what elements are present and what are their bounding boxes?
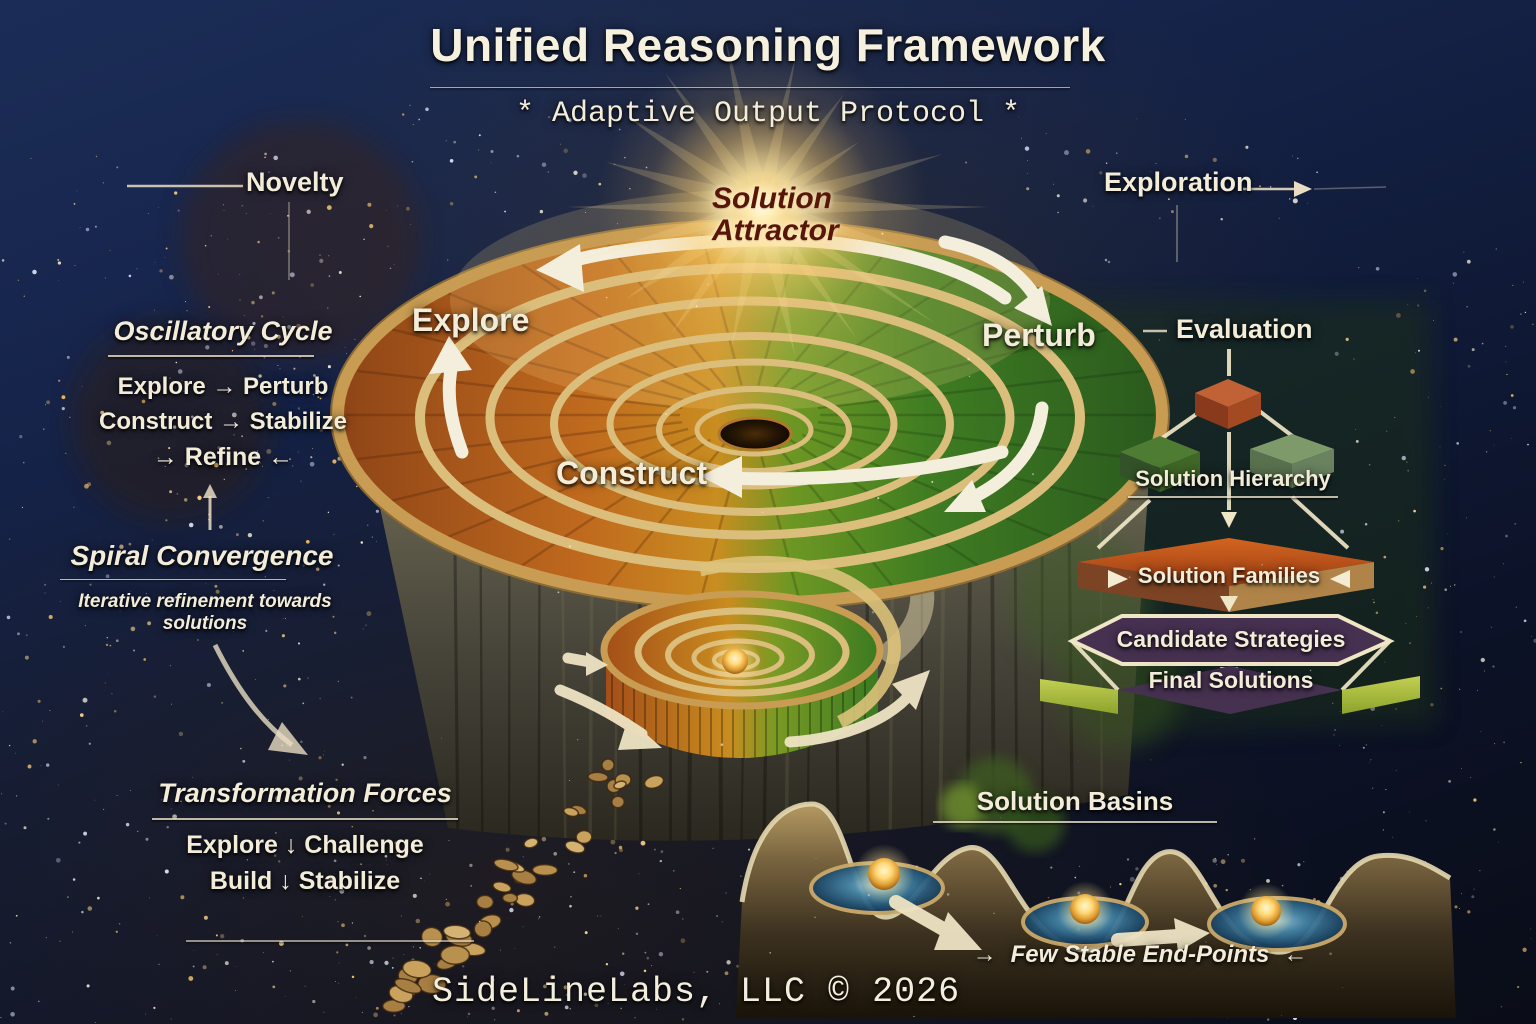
oscillatory-cycle-title: Oscillatory Cycle [113,316,333,346]
forces-divider-bottom [186,940,474,942]
right-arrow-icon: → [972,941,997,968]
page-title: Unified Reasoning Framework [430,19,1106,71]
solution-attractor-line1: Solution [712,182,832,215]
solution-families-label: Solution Families [1137,563,1321,588]
solution-basins-title: Solution Basins [976,786,1174,816]
oscillatory-divider [108,355,314,357]
disk-label-explore: Explore [412,302,530,338]
page-subtitle: * Adaptive Output Protocol * [515,97,1021,131]
final-solutions-label: Final Solutions [1148,667,1314,693]
title-divider [430,87,1070,88]
few-stable-endpoints-text: Few Stable End-Points [1010,941,1270,968]
left-arrow-icon: ← [1283,941,1308,968]
leader-lines [127,181,1387,755]
cobblestone-path [381,758,665,1014]
forces-line-2: Build ↓ Stabilize [209,867,401,895]
sunburst-glow [567,37,989,372]
candidate-strategies-label: Candidate Strategies [1116,626,1346,652]
convergence-divider [60,579,286,580]
hierarchy-tree [1040,349,1420,714]
callout-novelty: Novelty [246,167,344,197]
spiral-convergence-title: Spiral Convergence [70,540,334,571]
spiral-convergence-subtitle: Iterative refinement towards solutions [78,591,332,634]
basins-divider [933,821,1217,823]
oscillatory-line-1: Explore → Perturb [117,373,329,400]
callout-evaluation: Evaluation [1176,314,1313,344]
callout-exploration: Exploration [1104,167,1253,197]
forces-divider-top [152,818,458,820]
forces-line-1: Explore ↓ Challenge [186,831,424,859]
solution-hierarchy-title: Solution Hierarchy [1135,466,1331,491]
transformation-forces-title: Transformation Forces [158,778,452,808]
mini-spiral [554,555,930,759]
starfield-foreground [9,161,1481,1023]
oscillatory-line-2: Construct → Stabilize [98,408,348,435]
solution-attractor-label: Solution Attractor [712,183,839,246]
few-stable-endpoints-caption: → Few Stable End-Points ← [930,941,1350,969]
hierarchy-divider [1128,496,1338,498]
basin-diagram [736,757,1456,1018]
disk-label-construct: Construct [556,455,708,491]
solution-attractor-line2: Attractor [712,213,839,247]
oscillatory-line-3: → Refine ← [152,443,294,471]
credit-line: SideLineLabs, LLC © 2026 [432,972,961,1012]
disk-label-perturb: Perturb [982,317,1096,353]
